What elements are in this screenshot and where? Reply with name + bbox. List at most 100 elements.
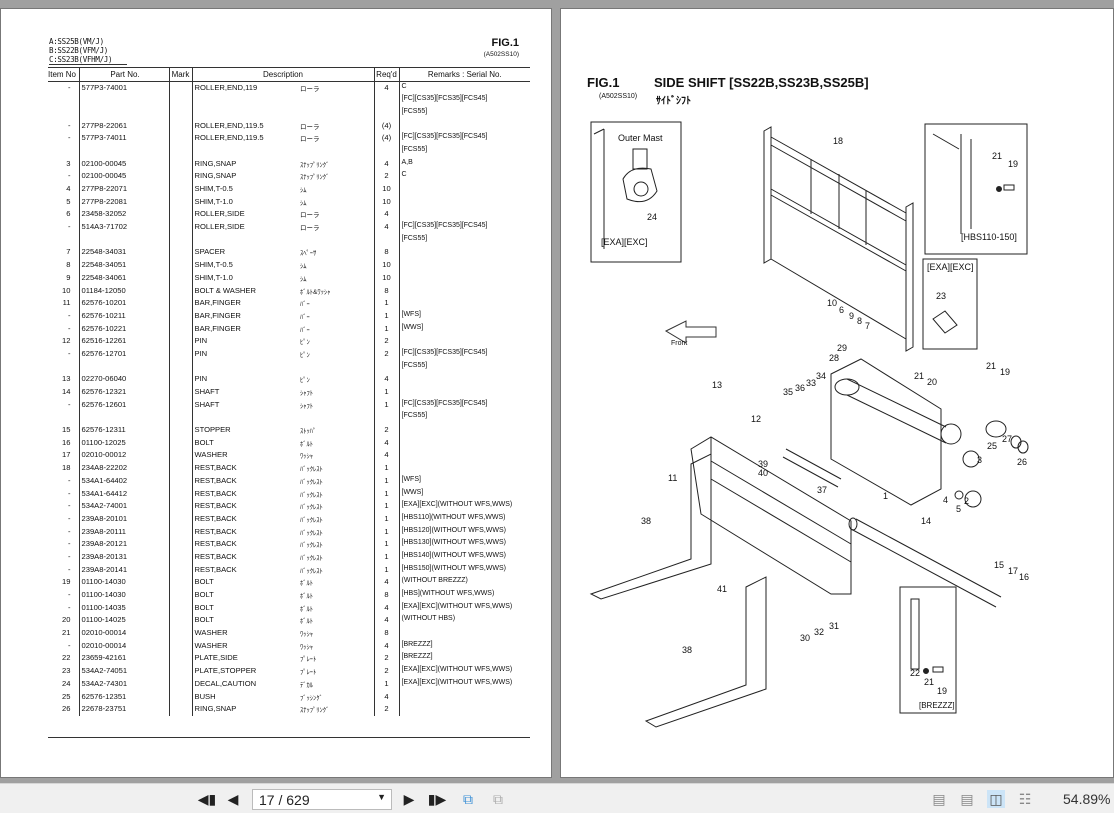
callout-number: 29 [837,343,847,353]
mark [168,563,192,577]
description-jp: ローラ [300,212,320,220]
description-jp: ﾊﾞｰ [300,313,310,321]
inset-brezzz [899,586,957,714]
mark [168,195,192,209]
description-jp: ﾜｯｼｬ [300,643,313,651]
item-no: 14 [62,387,71,396]
quantity: 4 [373,614,399,628]
description-jp: ﾊﾞｯｸﾚｽﾄ [300,491,323,499]
callout-number: 23 [936,291,946,301]
item-no: 4 [66,184,71,193]
mark [168,652,192,666]
quantity: 10 [373,271,399,285]
description: REST,BACK [191,500,300,513]
callout-number: 6 [839,305,844,315]
mark [168,208,192,222]
remarks: [FC][CS35][FCS35][FCS45] [398,347,530,361]
description-jp: ﾊﾞｯｸﾚｽﾄ [300,478,323,486]
mark [168,639,192,653]
page-number-select[interactable]: 17 / 629▼ [252,789,392,810]
quantity: 1 [373,500,399,513]
mark [168,119,192,133]
part-no: 23659-42161 [78,652,169,666]
backrest-frame [763,126,914,352]
mark [168,170,192,183]
remarks [398,284,530,298]
remarks: [FC][CS35][FCS35][FCS45] [398,132,530,145]
shaft [848,517,1002,608]
quantity: 4 [373,690,399,704]
facing-view-icon[interactable]: ◫ [987,790,1005,808]
callout-number: 12 [751,414,761,424]
part-no: 62576-12601 [78,398,169,412]
remarks: [EXA][EXC](WITHOUT WFS,WWS) [398,677,530,691]
description-jp: ﾜｯｼｬ [300,631,313,639]
item-no: - [67,640,71,650]
mark [168,550,192,564]
mark [168,576,192,589]
part-no: 277P8-22071 [78,183,169,196]
quantity: 1 [373,386,399,399]
model-list: A:SS25B(VM/J) B:SS22B(VFM/J) C:SS23B(VFH… [49,37,127,65]
previous-view-icon[interactable]: ⧉ [463,790,473,807]
part-no [78,411,169,425]
single-page-view-icon[interactable]: ▤ [932,791,946,807]
inset-exa-exc [922,258,978,350]
last-page-button[interactable]: ▮▶ [427,790,447,807]
first-page-button[interactable]: ◀▮ [197,790,217,807]
description-jp: ローラ [300,225,320,233]
next-view-icon[interactable]: ⧉ [493,790,503,807]
previous-page-button[interactable]: ◀ [227,790,239,807]
inset-label-exa-exc-1: [EXA][EXC] [601,237,648,247]
quantity: 10 [373,195,399,209]
quantity: 2 [373,424,399,437]
item-no: 22 [62,653,71,663]
remarks: [EXA][EXC](WITHOUT WFS,WWS) [398,665,530,678]
header-mark: Mark [168,67,192,82]
mark [168,424,192,437]
part-no: 239A8-20111 [78,525,169,539]
remarks [398,373,530,386]
callout-number: 30 [800,633,810,643]
quantity: 8 [373,589,399,602]
description-jp [300,411,374,424]
description: REST,BACK [191,462,300,475]
item-no: - [67,526,71,536]
remarks [398,183,530,196]
quantity: 10 [373,259,399,272]
item-no: - [67,310,71,320]
continuous-view-icon[interactable]: ▤ [960,791,974,807]
remarks [398,259,530,272]
table-row-continuation: [FCS55] [48,360,530,374]
part-no [78,106,169,120]
description: SHIM,T-0.5 [191,183,300,196]
continuous-facing-view-icon[interactable]: ☷ [1018,791,1032,807]
zoom-level[interactable]: 54.89% [1063,791,1111,807]
mark [168,373,192,386]
remarks [398,690,530,704]
description: SHAFT [191,386,300,399]
quantity: 4 [373,373,399,386]
description: SHIM,T-1.0 [191,195,300,209]
quantity: 1 [373,297,399,310]
mark [168,703,192,716]
part-no: 62576-10201 [78,297,169,310]
remarks [398,462,530,475]
part-no: 01100-14035 [78,601,169,615]
item-no: - [67,539,71,549]
description-jp: ｼｬﾌﾄ [300,390,313,397]
item-no [48,411,79,424]
callout-number: 19 [937,686,947,696]
description: BOLT [191,576,300,589]
description-jp: ﾊﾞｯｸﾚｽﾄ [300,466,323,474]
quantity: 1 [373,550,399,564]
next-page-button[interactable]: ▶ [403,790,415,807]
item-no: 8 [66,260,71,270]
description-jp: ﾊﾞｯｸﾚｽﾄ [300,567,323,575]
